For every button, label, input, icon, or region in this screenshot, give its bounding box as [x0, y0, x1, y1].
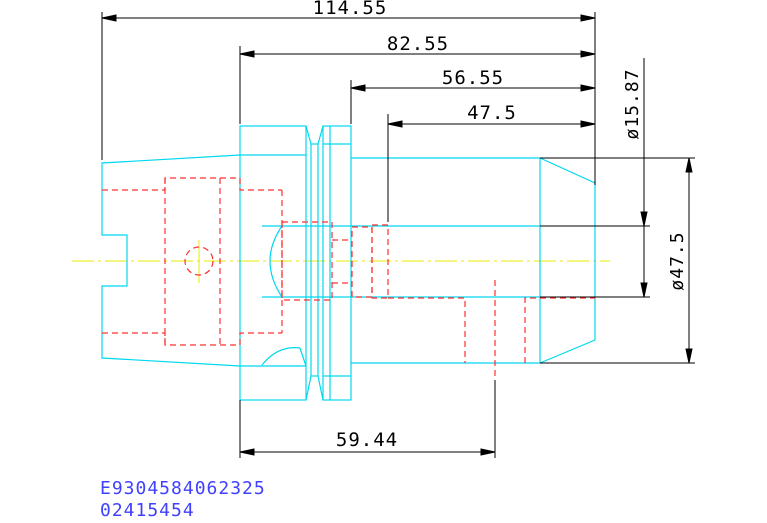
dim-bore-depth: 47.5: [467, 102, 517, 124]
dim-body-length: 56.55: [442, 67, 504, 89]
part-number: E9304584062325: [100, 478, 266, 499]
hidden-lines: [102, 177, 595, 376]
centerline: [72, 240, 610, 283]
dim-overall-length: 114.55: [313, 0, 388, 19]
dim-gauge-length: 59.44: [336, 429, 398, 451]
item-number: 02415454: [100, 500, 195, 521]
dim-body-diameter: ø47.5: [667, 231, 688, 290]
dim-flange-length: 82.55: [387, 33, 449, 55]
dimension-lines: [101, 12, 695, 458]
tool-holder-outline: [101, 125, 596, 401]
drawing-codes: E9304584062325 02415454: [100, 478, 266, 522]
dim-bore-diameter: ø15.87: [622, 68, 643, 139]
